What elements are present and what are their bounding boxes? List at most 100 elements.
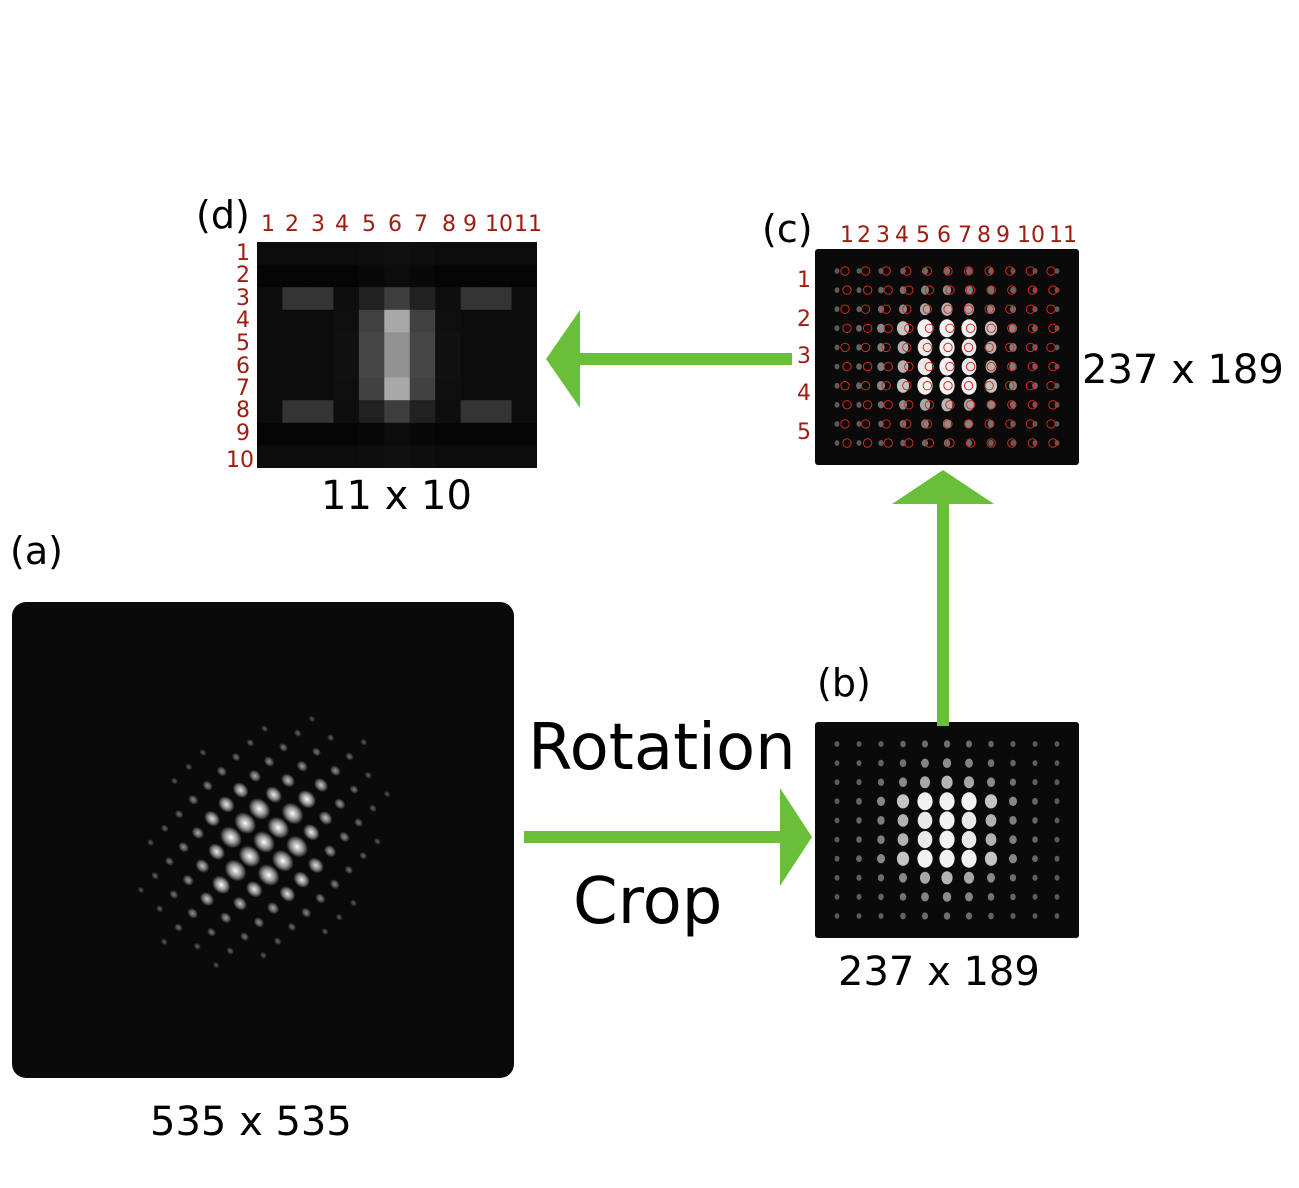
diffraction-spot	[199, 891, 215, 907]
diffraction-spot	[248, 798, 271, 820]
diffraction-spot	[856, 741, 862, 747]
diffraction-spot	[961, 792, 977, 811]
peak-marker	[984, 342, 994, 353]
diffraction-spot	[137, 886, 145, 894]
diffraction-spot	[834, 836, 840, 843]
panel-a-size: 535 x 535	[150, 1099, 352, 1145]
peak-marker	[1048, 438, 1058, 448]
matrix-cell	[307, 309, 334, 333]
diffraction-spot	[267, 816, 290, 839]
peak-marker	[924, 361, 935, 372]
peak-marker	[963, 381, 974, 391]
diffraction-spot	[281, 802, 304, 825]
column-index-label: 6	[388, 212, 402, 237]
diffraction-spot	[917, 849, 933, 868]
column-index-label: 5	[362, 212, 376, 237]
peak-marker	[842, 438, 852, 448]
rotation-label: Rotation	[528, 711, 796, 785]
diffraction-spot	[942, 758, 952, 768]
matrix-cell	[333, 445, 360, 468]
diffraction-spot	[204, 810, 220, 827]
diffraction-spot	[856, 363, 862, 370]
peak-marker	[943, 381, 953, 391]
diffraction-spot	[987, 400, 995, 410]
matrix-cell	[282, 309, 309, 333]
diffraction-spot	[834, 344, 840, 351]
row-index-label: 9	[236, 421, 250, 446]
diffraction-spot	[160, 824, 169, 833]
matrix-cell	[333, 332, 360, 356]
matrix-cell	[511, 377, 537, 401]
diffraction-spot	[834, 894, 840, 900]
diffraction-spot	[900, 740, 906, 748]
diffraction-spot	[834, 363, 840, 370]
matrix-cell	[460, 377, 487, 401]
matrix-cell	[358, 332, 385, 356]
diffraction-spot	[856, 874, 862, 881]
diffraction-spot	[1054, 894, 1060, 900]
matrix-cell	[435, 332, 462, 356]
diffraction-spot	[900, 912, 906, 920]
diffraction-spot	[921, 419, 929, 429]
peak-marker	[862, 323, 873, 334]
matrix-cell	[511, 309, 537, 333]
peak-marker	[842, 323, 852, 334]
peak-marker	[1025, 304, 1036, 314]
diffraction-spot	[273, 937, 282, 946]
diffraction-spot	[171, 777, 178, 785]
matrix-cell	[409, 309, 436, 333]
diffraction-spot	[943, 912, 951, 920]
diffraction-spot	[856, 287, 862, 294]
diffraction-spot	[329, 765, 341, 777]
peak-marker	[945, 323, 955, 334]
diffraction-spot	[877, 401, 885, 409]
matrix-cell	[257, 264, 283, 288]
diffraction-spot	[985, 814, 997, 827]
peak-marker	[963, 419, 974, 429]
diffraction-spot	[941, 302, 953, 316]
panel-b-label: (b)	[817, 661, 871, 705]
peak-marker	[881, 381, 891, 391]
diffraction-spot	[324, 845, 337, 858]
diffraction-spot	[856, 913, 862, 919]
diffraction-spot	[856, 324, 862, 332]
diffraction-spot	[965, 912, 973, 920]
diffraction-spot	[856, 893, 862, 900]
diffraction-spot	[296, 760, 308, 772]
matrix-cell	[511, 445, 537, 468]
matrix-cell	[282, 400, 309, 424]
column-index-label: 7	[414, 212, 428, 237]
diffraction-spot	[293, 729, 302, 737]
diffraction-spot	[231, 752, 241, 762]
diffraction-spot	[896, 851, 910, 866]
peak-marker	[922, 419, 933, 429]
diffraction-spot	[1054, 779, 1060, 786]
row-index-label: 2	[797, 307, 811, 332]
diffraction-spot	[344, 865, 354, 875]
peak-marker	[1048, 285, 1058, 295]
diffraction-spot	[1054, 306, 1060, 313]
diffraction-spot	[921, 740, 929, 748]
peak-marker	[924, 438, 935, 448]
row-index-label: 5	[797, 420, 811, 445]
diffraction-spot	[856, 760, 862, 767]
peak-marker	[1007, 323, 1017, 334]
matrix-cell	[409, 445, 436, 468]
diffraction-spot	[271, 849, 294, 872]
matrix-cell	[409, 422, 436, 446]
peak-marker	[1007, 438, 1017, 448]
peak-marker	[965, 438, 976, 448]
diffraction-spot	[919, 776, 931, 789]
peak-marker	[883, 438, 893, 448]
matrix-cell	[358, 242, 385, 266]
diffraction-spot	[199, 749, 207, 756]
matrix-cell	[460, 422, 487, 446]
peak-marker	[1048, 361, 1058, 372]
diffraction-spot	[1032, 913, 1038, 919]
diffraction-spot	[985, 341, 997, 354]
diffraction-spot	[1054, 344, 1060, 351]
diffraction-spot	[877, 362, 885, 371]
diffraction-spot	[856, 797, 862, 805]
diffraction-spot	[218, 796, 235, 813]
diffraction-spot	[220, 826, 242, 849]
